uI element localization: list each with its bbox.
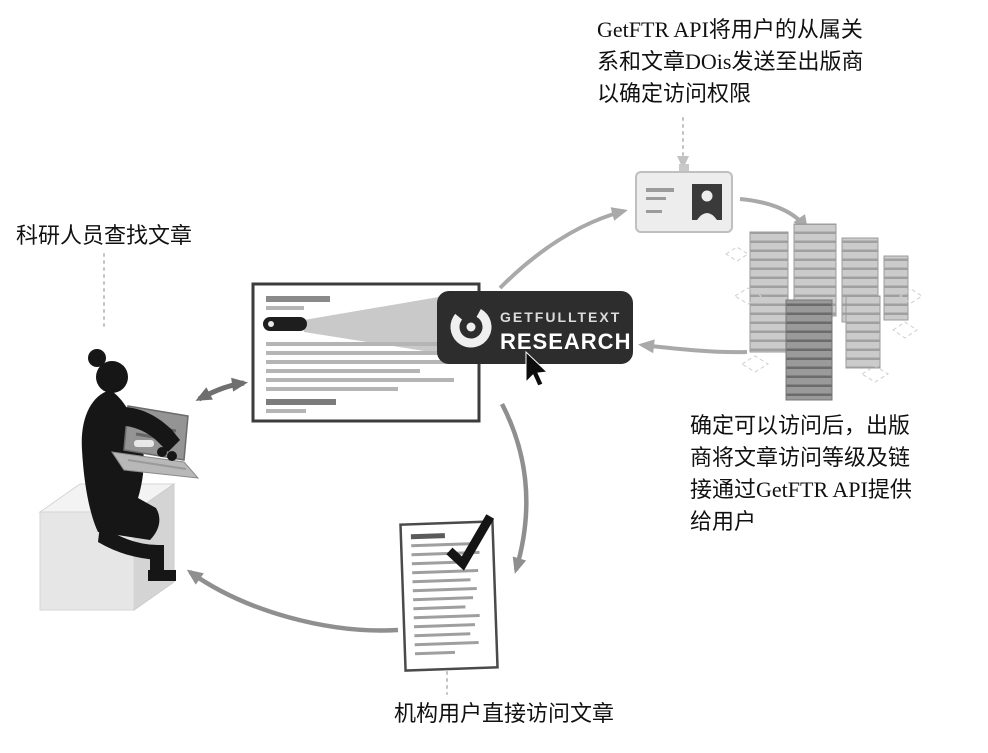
- search-pill: [263, 317, 307, 331]
- label-getftr-api-flow: GetFTR API将用户的从属关 系和文章DOis发送至出版商 以确定访问权限: [597, 17, 864, 106]
- getftr-badge: GETFULLTEXT RESEARCH: [437, 291, 633, 364]
- publisher-servers-icon: [725, 223, 923, 401]
- id-card-icon: [635, 164, 733, 233]
- arrow-browser-to-card: [498, 207, 628, 290]
- flow-arrows: [186, 197, 809, 633]
- cursor-icon: [525, 350, 549, 387]
- document-icon: [399, 514, 499, 672]
- badge-line2: RESEARCH: [500, 329, 631, 354]
- server-ground-tiles: [725, 246, 923, 383]
- connector-arrowhead: [677, 156, 689, 169]
- arrow-document-to-person: [186, 569, 399, 633]
- label-publisher-response: 确定可以访问后，出版 商将文章访问等级及链 接通过GetFTR API提供 给用…: [690, 413, 912, 534]
- label-researcher: 科研人员查找文章: [16, 223, 193, 248]
- researcher-figure: [38, 349, 200, 611]
- badge-line1: GETFULLTEXT: [500, 309, 621, 325]
- arrow-servers-to-badge: [638, 339, 748, 355]
- person-arm: [112, 407, 180, 452]
- arrow-badge-to-document: [500, 402, 529, 574]
- getftr-logo-icon: [450, 306, 492, 348]
- arrow-person-browser-bidirectional: [195, 377, 248, 402]
- checkmark-icon: [446, 514, 495, 571]
- dashed-connectors: [103, 117, 689, 695]
- search-beam: [304, 293, 462, 357]
- label-institution-access: 机构用户直接访问文章: [394, 701, 615, 726]
